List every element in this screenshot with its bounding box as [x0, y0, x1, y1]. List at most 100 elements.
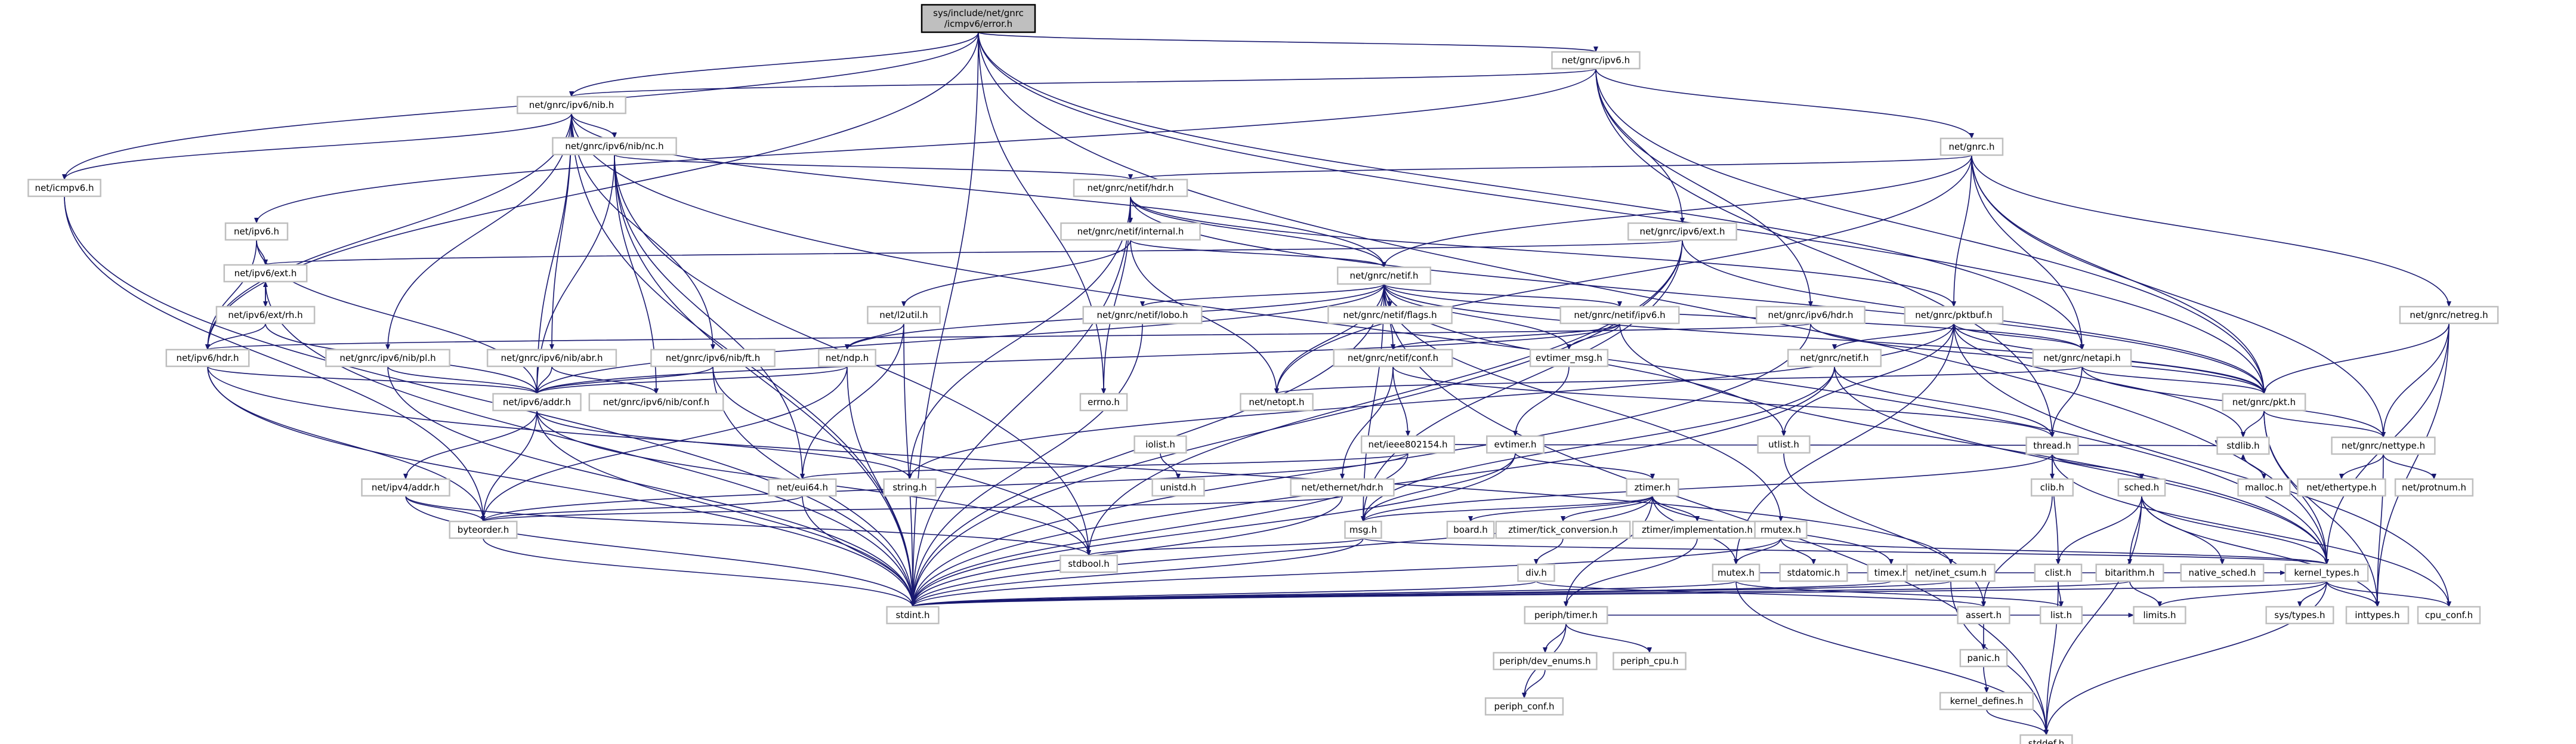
- node-ieee[interactable]: net/ieee802154.h: [1360, 435, 1456, 454]
- edge-nibnc-to-stdint: [614, 154, 915, 607]
- node-inetcsum[interactable]: net/inet_csum.h: [1906, 563, 1996, 582]
- node-string[interactable]: string.h: [883, 478, 937, 497]
- node-byteorder[interactable]: byteorder.h: [449, 520, 518, 539]
- node-root[interactable]: sys/include/net/gnrc/icmpv6/error.h: [921, 4, 1036, 33]
- node-ndp[interactable]: net/ndp.h: [818, 348, 876, 368]
- node-ipv6hdr[interactable]: net/ipv6/hdr.h: [165, 348, 250, 368]
- node-iolist[interactable]: iolist.h: [1133, 435, 1187, 454]
- node-ipv6extrh[interactable]: net/ipv6/ext/rh.h: [215, 305, 316, 325]
- node-nativesched[interactable]: native_sched.h: [2180, 563, 2265, 582]
- node-label: kernel_defines.h: [1950, 696, 2024, 707]
- node-box: [2030, 478, 2074, 497]
- edge-nibnc-to-nhdr: [614, 154, 1133, 180]
- node-label: net/ipv6/ext/rh.h: [228, 310, 302, 320]
- node-nibnc[interactable]: net/gnrc/ipv6/nib/nc.h: [552, 137, 677, 156]
- node-gnrc[interactable]: net/gnrc.h: [1939, 137, 2004, 156]
- node-netnetif[interactable]: net/gnrc/netif.h: [1787, 348, 1882, 368]
- node-systypes[interactable]: sys/types.h: [2265, 606, 2334, 625]
- node-devenums[interactable]: periph/dev_enums.h: [1493, 652, 1598, 671]
- node-ztc[interactable]: ztimer/tick_conversion.h: [1495, 520, 1631, 539]
- node-inttypes[interactable]: inttypes.h: [2345, 606, 2410, 625]
- node-l2util[interactable]: net/l2util.h: [867, 305, 941, 325]
- node-ipv6addr[interactable]: net/ipv6/addr.h: [492, 393, 582, 412]
- node-evtimermsg[interactable]: evtimer_msg.h: [1529, 348, 1609, 368]
- node-ethertype[interactable]: net/ethertype.h: [2297, 478, 2386, 497]
- node-list[interactable]: list.h: [2039, 606, 2083, 625]
- node-nipv6[interactable]: net/gnrc/netif/ipv6.h: [1559, 305, 1680, 325]
- node-netipv6[interactable]: net/ipv6.h: [224, 222, 289, 241]
- edge-evtimer-to-msg: [1361, 452, 1516, 522]
- node-icmpv6[interactable]: net/icmpv6.h: [27, 178, 101, 197]
- node-label: ztimer/tick_conversion.h: [1508, 524, 1618, 536]
- node-assert[interactable]: assert.h: [1957, 606, 2010, 625]
- node-thread[interactable]: thread.h: [2025, 436, 2079, 455]
- node-evtimer[interactable]: evtimer.h: [1486, 435, 1545, 454]
- node-unistd[interactable]: unistd.h: [1151, 478, 1205, 497]
- node-errno[interactable]: errno.h: [1079, 393, 1128, 412]
- node-pktbuf[interactable]: net/gnrc/pktbuf.h: [1904, 305, 2004, 325]
- node-ipv6hdr2[interactable]: net/gnrc/ipv6/hdr.h: [1756, 305, 1865, 325]
- node-ethernethdr[interactable]: net/ethernet/hdr.h: [1290, 478, 1395, 497]
- node-zimpl[interactable]: ztimer/implementation.h: [1632, 520, 1763, 539]
- node-box: [1627, 222, 1737, 241]
- node-periphconf[interactable]: periph_conf.h: [1484, 697, 1564, 716]
- node-nibpl[interactable]: net/gnrc/ipv6/nib/pl.h: [325, 348, 450, 368]
- node-ninternal[interactable]: net/gnrc/netif/internal.h: [1060, 222, 1201, 241]
- node-stdatomic[interactable]: stdatomic.h: [1779, 563, 1848, 582]
- node-clist[interactable]: clist.h: [2034, 563, 2083, 582]
- node-mutex[interactable]: mutex.h: [1712, 563, 1760, 582]
- node-ztimer[interactable]: ztimer.h: [1626, 478, 1679, 497]
- node-malloc[interactable]: malloc.h: [2237, 478, 2291, 497]
- node-stdlib[interactable]: stdlib.h: [2216, 436, 2270, 455]
- node-ipv6exth[interactable]: net/ipv6/ext.h: [223, 264, 308, 283]
- node-netopt[interactable]: net/netopt.h: [1240, 393, 1314, 412]
- node-periphtimer[interactable]: periph/timer.h: [1524, 606, 1608, 625]
- node-nibconf[interactable]: net/gnrc/ipv6/nib/conf.h: [588, 393, 724, 412]
- node-box: [921, 4, 1036, 33]
- node-nconf[interactable]: net/gnrc/netif/conf.h: [1333, 348, 1453, 368]
- node-cpuconf[interactable]: cpu_conf.h: [2417, 606, 2481, 625]
- node-rmutex[interactable]: rmutex.h: [1754, 520, 1808, 539]
- node-clisth[interactable]: clib.h: [2030, 478, 2074, 497]
- node-nibft[interactable]: net/gnrc/ipv6/nib/ft.h: [650, 348, 776, 368]
- node-netif[interactable]: net/gnrc/netif.h: [1336, 266, 1432, 285]
- node-sched[interactable]: sched.h: [2117, 478, 2166, 497]
- node-nibabr[interactable]: net/gnrc/ipv6/nib/abr.h: [486, 348, 617, 368]
- edge-nettype-to-ethertype: [2339, 453, 2384, 480]
- node-periphcpu[interactable]: periph_cpu.h: [1613, 652, 1687, 671]
- edge-ipv6hdr-to-ipv6addr: [207, 366, 539, 394]
- node-panic[interactable]: panic.h: [1959, 649, 2008, 668]
- node-box: [1486, 435, 1545, 454]
- node-ipv4addr[interactable]: net/ipv4/addr.h: [361, 478, 450, 497]
- node-stddef[interactable]: stddef.h: [2019, 734, 2073, 744]
- edge-ipv6-to-netipv6: [254, 68, 1596, 224]
- node-nflags[interactable]: net/gnrc/netif/flags.h: [1327, 305, 1453, 325]
- node-stdint[interactable]: stdint.h: [886, 606, 940, 625]
- node-nettype[interactable]: net/gnrc/nettype.h: [2331, 436, 2436, 455]
- node-ipv6ext[interactable]: net/gnrc/ipv6/ext.h: [1627, 222, 1737, 241]
- node-lobo[interactable]: net/gnrc/netif/lobo.h: [1082, 305, 1203, 325]
- node-nhdr[interactable]: net/gnrc/netif/hdr.h: [1073, 178, 1188, 197]
- node-limits[interactable]: limits.h: [2133, 606, 2186, 625]
- node-box: [325, 348, 450, 368]
- node-kerneltypes[interactable]: kernel_types.h: [2284, 563, 2369, 582]
- node-box: [2394, 478, 2474, 497]
- node-netapi[interactable]: net/gnrc/netapi.h: [2032, 348, 2132, 368]
- node-utlist[interactable]: utlist.h: [1757, 435, 1811, 454]
- node-stdbool[interactable]: stdbool.h: [1060, 554, 1118, 573]
- node-box: [2019, 734, 2073, 744]
- node-label: net/gnrc/netif.h: [1800, 353, 1868, 363]
- node-kerneldefines[interactable]: kernel_defines.h: [1939, 691, 2034, 711]
- node-ipv6[interactable]: net/gnrc/ipv6.h: [1551, 51, 1641, 70]
- node-pkt[interactable]: net/gnrc/pkt.h: [2222, 393, 2306, 412]
- node-div[interactable]: div.h: [1517, 563, 1555, 582]
- edge-ndp-to-ipv6addr: [535, 366, 848, 394]
- node-board[interactable]: board.h: [1446, 520, 1495, 539]
- node-msg[interactable]: msg.h: [1344, 520, 1382, 539]
- node-ipv6nib[interactable]: net/gnrc/ipv6/nib.h: [517, 95, 626, 115]
- node-bitarithm[interactable]: bitarithm.h: [2095, 563, 2164, 582]
- edge-ipv6-to-pkt: [1595, 68, 2266, 394]
- node-protnum[interactable]: net/protnum.h: [2394, 478, 2474, 497]
- node-eui64[interactable]: net/eui64.h: [768, 478, 837, 497]
- node-netreg[interactable]: net/gnrc/netreg.h: [2399, 305, 2499, 325]
